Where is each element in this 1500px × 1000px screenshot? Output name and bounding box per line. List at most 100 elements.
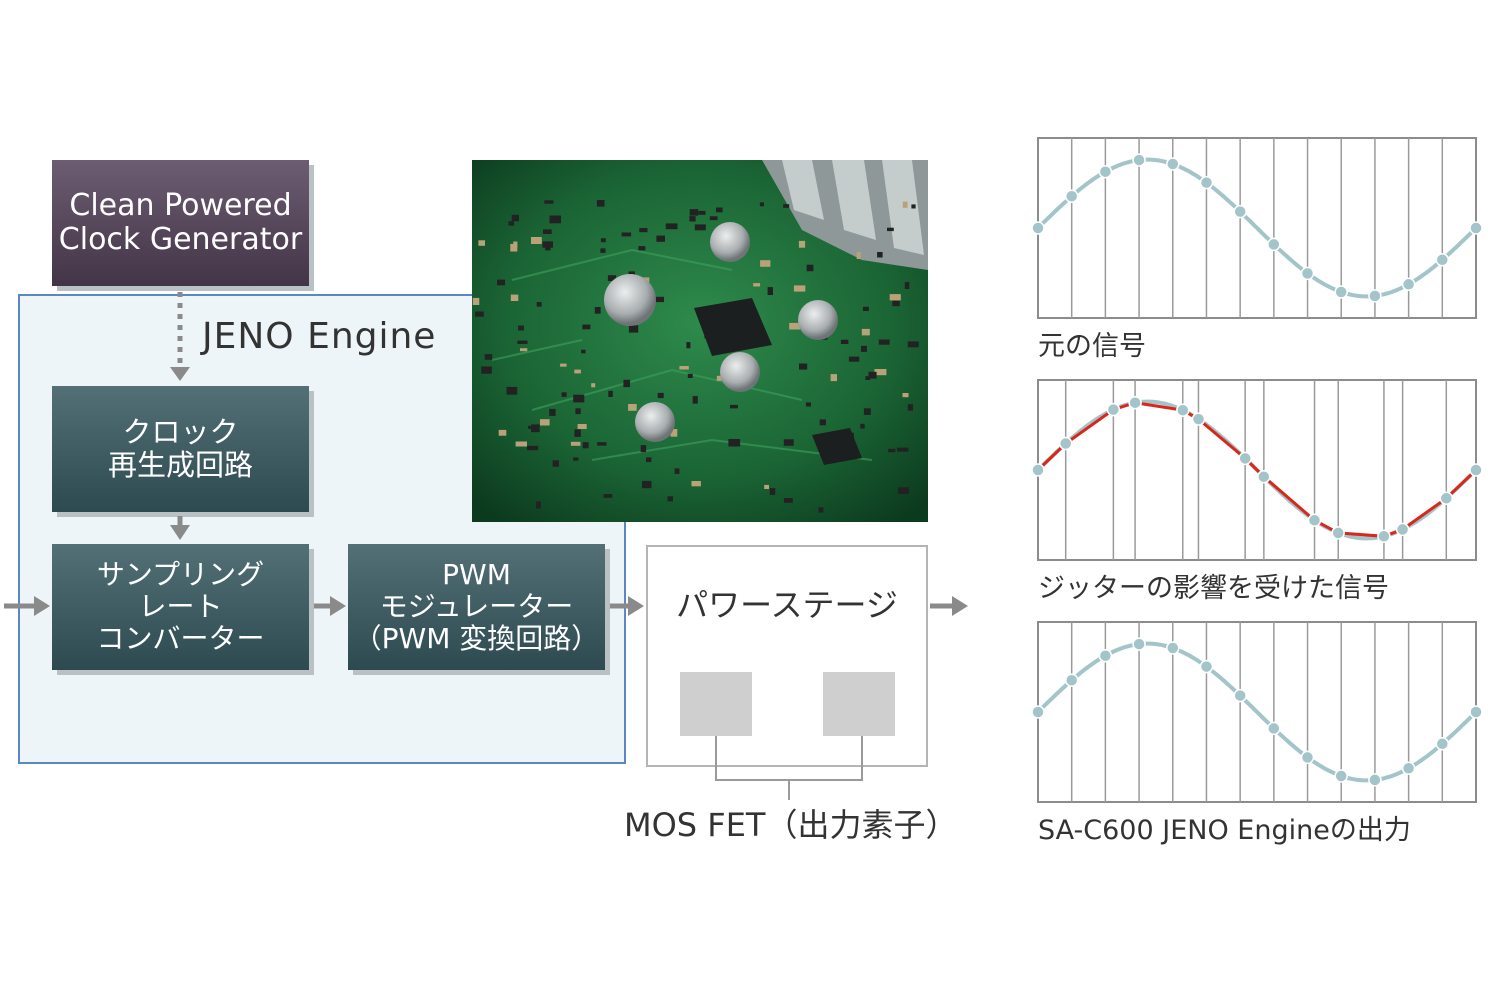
- pcb-component: [511, 214, 519, 222]
- pcb-component: [861, 345, 867, 352]
- pcb-component: [848, 356, 860, 362]
- sample-point: [1166, 157, 1180, 171]
- clock-generator-line-1: Clean Powered: [69, 187, 292, 223]
- sample-point: [1368, 773, 1382, 787]
- pcb-component: [888, 448, 896, 453]
- pcb-component: [840, 339, 849, 344]
- sample-point: [1166, 641, 1180, 655]
- pcb-component: [698, 210, 706, 215]
- pcb-component: [510, 294, 519, 301]
- pcb-component: [694, 224, 706, 231]
- pcb-component: [674, 468, 680, 474]
- pcb-component: [887, 227, 894, 232]
- pcb-component: [861, 328, 870, 336]
- pcb-component: [898, 487, 909, 494]
- clock-dotted-arrowhead: [170, 367, 190, 381]
- pcb-component: [764, 484, 769, 489]
- sample-point: [1300, 266, 1315, 281]
- pcb-component: [628, 325, 639, 333]
- pcb-component: [819, 419, 826, 426]
- pcb-component: [603, 494, 613, 498]
- pcb-component: [818, 507, 824, 513]
- pwm-line-1: PWM: [442, 557, 511, 591]
- pcb-component: [716, 375, 722, 381]
- pcb-component: [783, 498, 793, 503]
- sample-point: [1176, 403, 1190, 417]
- sampling-rate-converter-block: サンプリング レート コンバーター: [52, 544, 309, 670]
- clock-generator-line-2: Clock Generator: [58, 222, 303, 257]
- pcb-component: [484, 354, 493, 360]
- sample-point: [1300, 750, 1315, 765]
- pcb-component: [806, 264, 814, 272]
- sample-point: [1377, 529, 1391, 544]
- pcb-component: [709, 216, 718, 221]
- output-arrowhead: [952, 596, 968, 616]
- regen-to-src-arrowhead: [170, 525, 190, 540]
- sample-point: [1469, 221, 1483, 235]
- pcb-component: [560, 363, 567, 367]
- pcb-component: [577, 424, 587, 429]
- pcb-component: [582, 324, 591, 330]
- pcb-component: [540, 419, 550, 426]
- pcb-component: [687, 373, 693, 378]
- sample-point: [1191, 412, 1206, 426]
- sample-point: [1267, 237, 1281, 252]
- pcb-component: [653, 296, 664, 303]
- sample-point: [1395, 522, 1410, 537]
- pcb-component: [574, 429, 581, 437]
- pcb-component: [552, 460, 559, 467]
- pcb-component: [518, 325, 524, 331]
- pcb-component: [638, 246, 646, 251]
- pwm-line-2: モジュレーター: [379, 589, 574, 623]
- pcb-component: [730, 404, 738, 409]
- pcb-component: [830, 374, 837, 382]
- pcb-component: [600, 238, 606, 243]
- sample-point: [1307, 513, 1322, 528]
- sample-point: [1031, 221, 1045, 235]
- pcb-component: [531, 237, 542, 244]
- pcb-component: [591, 383, 596, 388]
- pwm-modulator-block: PWM モジュレーター （PWM 変換回路）: [348, 544, 605, 670]
- pcb-component: [640, 445, 647, 453]
- pcb-component: [570, 441, 581, 446]
- pcb-component: [860, 423, 865, 429]
- pcb-component: [753, 283, 761, 287]
- pcb-component: [575, 408, 581, 415]
- pcb-component: [689, 216, 696, 222]
- waveform-caption-output: SA-C600 JENO Engineの出力: [1038, 815, 1411, 846]
- pcb-component: [623, 379, 631, 388]
- pcb-component: [542, 241, 553, 248]
- pcb-component: [628, 404, 637, 411]
- pcb-component: [515, 441, 527, 447]
- sample-point: [1064, 189, 1079, 203]
- pcb-component: [904, 282, 910, 289]
- jeno-engine-label: JENO Engine: [202, 316, 437, 357]
- pcb-component: [545, 246, 551, 251]
- circuit-board-photo: [472, 160, 928, 522]
- pcb-component: [689, 209, 699, 216]
- sample-point: [1233, 688, 1247, 703]
- pcb-component: [667, 496, 673, 502]
- pcb-component: [520, 348, 528, 352]
- pcb-component: [600, 248, 606, 253]
- pcb-component: [862, 306, 869, 311]
- pcb-component: [607, 275, 617, 281]
- pcb-component: [793, 285, 806, 292]
- pcb-component: [642, 480, 652, 489]
- pcb-component: [594, 307, 601, 314]
- sample-point: [1435, 253, 1450, 267]
- pcb-component: [597, 442, 607, 446]
- sample-point: [1331, 526, 1345, 540]
- sample-point: [1257, 469, 1271, 484]
- pcb-component: [517, 340, 528, 344]
- sample-point: [1469, 705, 1483, 719]
- pcb-component: [531, 424, 540, 433]
- pcb-component: [543, 229, 552, 234]
- pcb-component: [783, 439, 794, 446]
- pcb-component: [767, 287, 773, 295]
- pcb-component: [878, 339, 890, 345]
- mosfet-caption: MOS FET（出力素子）: [624, 806, 958, 844]
- sample-point: [1199, 175, 1214, 190]
- sample-point: [1238, 451, 1252, 466]
